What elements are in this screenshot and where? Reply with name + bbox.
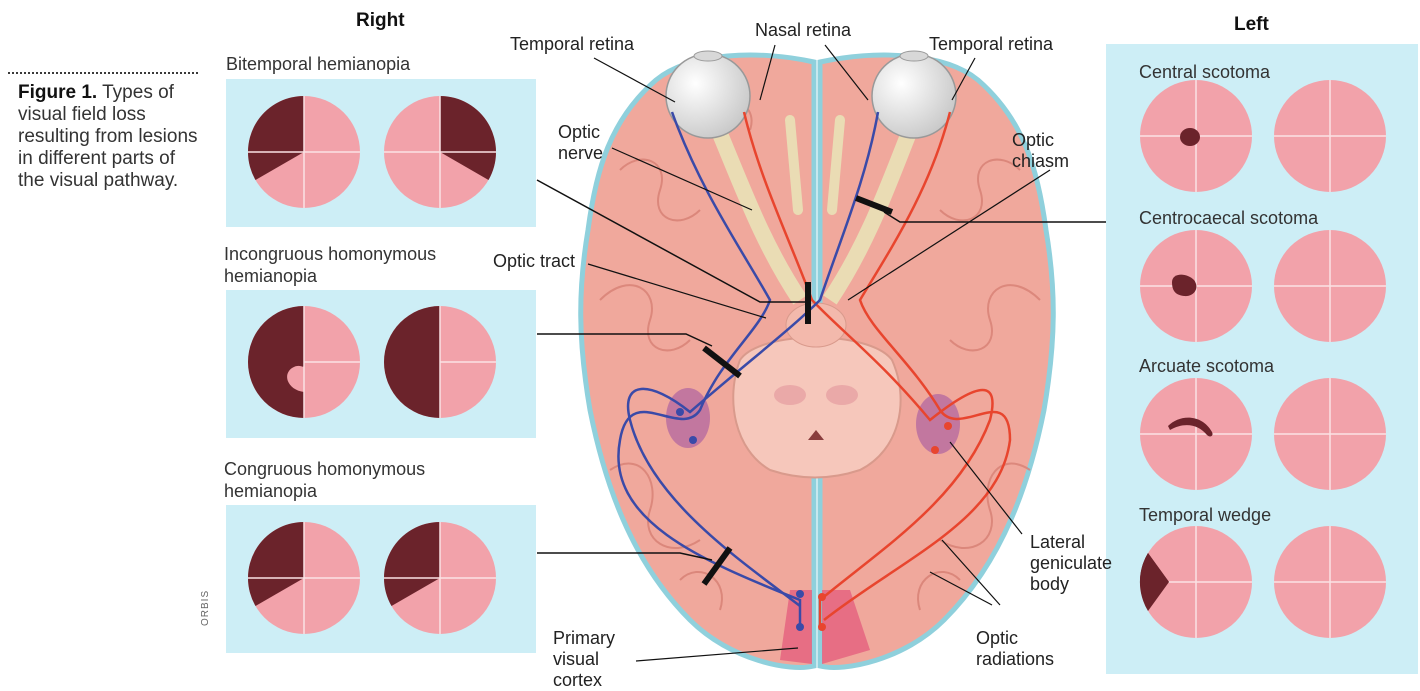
label-optic-nerve: Optic nerve: [558, 122, 620, 164]
label-optic-chiasm: Optic chiasm: [1012, 130, 1072, 172]
field-congruous-right-eye: [384, 522, 496, 634]
field-incongruous-right-eye: [384, 306, 496, 418]
label-temporal-retina-right: Temporal retina: [510, 34, 634, 55]
field-congruous-left-eye: [248, 522, 360, 634]
visual-fields-right: [248, 96, 496, 634]
field-bitemporal-left-eye: [248, 96, 360, 208]
field-arcuate-b: [1274, 378, 1386, 490]
field-temporal-wedge-a: [1140, 526, 1252, 638]
cerebral-peduncle-left: [774, 385, 806, 405]
label-temporal-retina-left: Temporal retina: [929, 34, 1053, 55]
field-central-scotoma-b: [1274, 80, 1386, 192]
field-centrocaecal-b: [1274, 230, 1386, 342]
label-nasal-retina: Nasal retina: [755, 20, 851, 41]
diagram-svg: [0, 0, 1420, 674]
cerebral-peduncle-right: [826, 385, 858, 405]
visual-fields-left: [1140, 80, 1386, 638]
label-primary-visual-cortex: Primary visual cortex: [553, 628, 649, 691]
brain-illustration: [581, 55, 1054, 667]
credit-text: ORBIS: [200, 590, 211, 626]
field-centrocaecal-a: [1140, 230, 1252, 342]
brainstem: [733, 338, 900, 478]
label-lgn: Lateral geniculate body: [1030, 532, 1120, 595]
field-arcuate-a: [1140, 378, 1252, 490]
label-optic-tract: Optic tract: [493, 251, 575, 272]
field-bitemporal-right-eye: [384, 96, 496, 208]
label-optic-radiations: Optic radiations: [976, 628, 1066, 670]
field-incongruous-left-eye: [248, 306, 360, 418]
field-temporal-wedge-b: [1274, 526, 1386, 638]
field-central-scotoma-a: [1140, 80, 1252, 192]
